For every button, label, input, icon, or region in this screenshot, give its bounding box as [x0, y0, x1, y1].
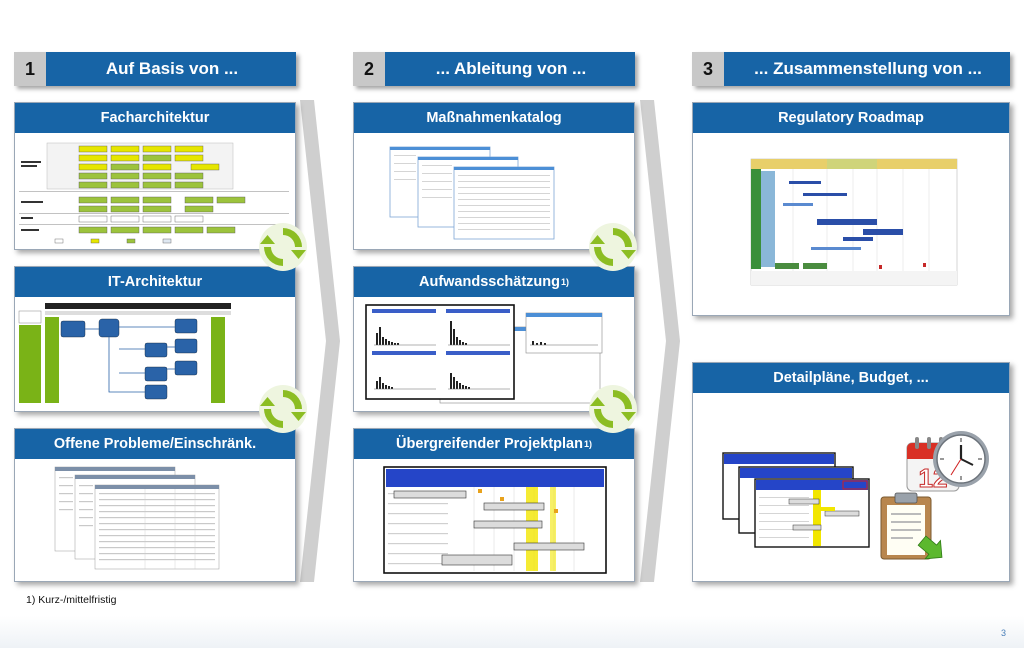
flow-arrow-1: [300, 100, 340, 582]
it-architektur-thumbnail: [18, 303, 231, 403]
aufwandsschaetzung-thumbnail: [365, 304, 603, 404]
panel-title-text: Übergreifender Projektplan: [396, 436, 583, 452]
footnote: 1) Kurz-/mittelfristig: [26, 594, 117, 606]
offene-probleme-thumbnail: [54, 466, 220, 570]
panel-title: Detailpläne, Budget, ...: [693, 363, 1009, 393]
footnote-marker: 1): [583, 439, 592, 449]
cycle-icon: [589, 223, 637, 271]
column-header-1: 1 Auf Basis von ...: [14, 52, 296, 86]
facharchitektur-thumbnail: [19, 142, 289, 244]
clipboard-icon: [880, 492, 943, 560]
panel-title: Offene Probleme/Einschränk.: [15, 429, 295, 459]
panel-it-architektur: IT-Architektur: [14, 266, 296, 412]
panel-regulatory-roadmap: Regulatory Roadmap: [692, 102, 1010, 316]
projektplan-thumbnail: [383, 466, 607, 574]
step-number: 1: [14, 52, 48, 86]
cycle-icon: [589, 385, 637, 433]
footer-band: [0, 616, 1024, 648]
panel-detailplaene-budget: Detailpläne, Budget, ... 12: [692, 362, 1010, 582]
clock-icon: [933, 431, 989, 487]
panel-offene-probleme: Offene Probleme/Einschränk.: [14, 428, 296, 582]
panel-facharchitektur: Facharchitektur: [14, 102, 296, 250]
panel-title-text: Aufwandsschätzung: [419, 274, 560, 290]
footnote-marker: 1): [560, 277, 569, 287]
massnahmenkatalog-thumbnail: [389, 146, 555, 240]
cycle-icon: [259, 385, 307, 433]
step-title: Auf Basis von ...: [105, 59, 239, 78]
flow-arrow-2: [640, 100, 680, 582]
step-number: 2: [353, 52, 387, 86]
column-header-2: 2 ... Ableitung von ...: [353, 52, 635, 86]
panel-title: IT-Architektur: [15, 267, 295, 297]
column-header-3: 3 ... Zusammenstellung von ...: [692, 52, 1010, 86]
cycle-icon: [259, 223, 307, 271]
panel-title: Maßnahmenkatalog: [354, 103, 634, 133]
panel-title: Facharchitektur: [15, 103, 295, 133]
regulatory-roadmap-thumbnail: [750, 158, 958, 286]
step-title: ... Ableitung von ...: [435, 59, 587, 78]
page-number: 3: [1000, 628, 1006, 638]
step-number: 3: [692, 52, 726, 86]
panel-massnahmenkatalog: Maßnahmenkatalog: [353, 102, 635, 250]
panel-title: Regulatory Roadmap: [693, 103, 1009, 133]
step-title: ... Zusammenstellung von ...: [754, 59, 982, 78]
detailplaene-thumbnail: 12: [722, 431, 989, 560]
